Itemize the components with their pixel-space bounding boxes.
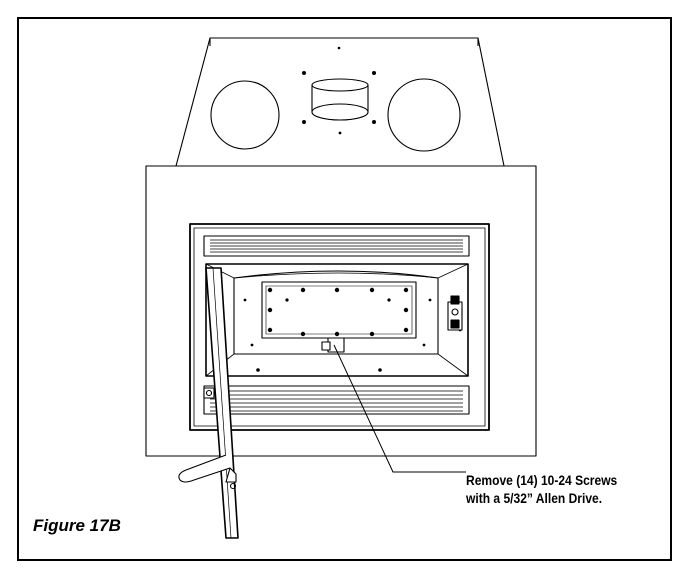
door-handle (178, 454, 237, 490)
side-control-valve (447, 295, 463, 331)
callout-line-1: Remove (14) 10-24 Screws (466, 472, 618, 488)
open-door (178, 267, 239, 539)
screw-removal-callout: Remove (14) 10-24 Screws with a 5/32” Al… (466, 471, 617, 507)
right-air-port (387, 78, 461, 152)
figure-caption: Figure 17B (33, 516, 121, 535)
flue-collar (311, 78, 369, 121)
panel-screws (243, 287, 462, 372)
flue-housing (175, 37, 505, 167)
firebox-opening (189, 223, 490, 431)
callout-leader (333, 344, 466, 473)
top-louver-grille (203, 235, 470, 257)
callout-line-2: with a 5/32” Allen Drive. (466, 490, 603, 506)
bottom-louver-grille (203, 385, 470, 415)
housing-holes (302, 46, 376, 135)
firebox-interior (203, 263, 469, 399)
left-air-port (210, 80, 280, 150)
